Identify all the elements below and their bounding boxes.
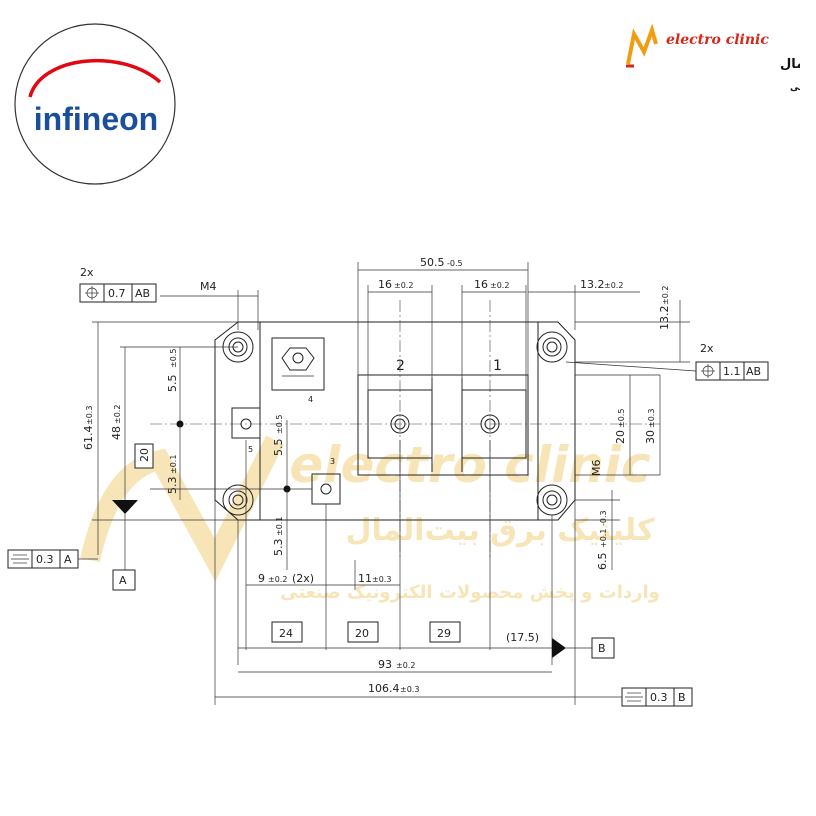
- svg-text:±0.2: ±0.2: [113, 405, 122, 424]
- fcf-datum-a: 0.3 A A: [7, 549, 136, 591]
- svg-text:AB: AB: [746, 365, 761, 378]
- dim-13-2-top: 13.2: [580, 278, 605, 291]
- svg-text:±0.3: ±0.3: [372, 575, 391, 584]
- dim-6-5: 6.5: [596, 553, 609, 571]
- datum-a-triangle: [112, 500, 138, 514]
- svg-text:0.3: 0.3: [36, 553, 54, 566]
- terminal-4: 4: [271, 337, 325, 404]
- box-20-bottom: 20: [355, 627, 369, 640]
- terminal-4-label: 4: [308, 395, 313, 404]
- terminal-2-label: 2: [396, 358, 405, 374]
- svg-text:±0.2: ±0.2: [394, 281, 413, 290]
- datum-a-box: [112, 569, 136, 591]
- right-dimensions: 13.2 ±0.2 20 ±0.5 30 ±0.3 M6 6.5 +0.1 -0…: [575, 286, 690, 570]
- electro-clinic-logo: electro clinic کلینیک برق بیت‌المال وارد…: [626, 23, 800, 93]
- svg-text:±0.5: ±0.5: [275, 415, 284, 434]
- datum-b-triangle: [552, 638, 566, 658]
- svg-text:B: B: [678, 691, 686, 704]
- fcf-datum-b: 0.3 B: [575, 687, 693, 707]
- svg-text:1.1: 1.1: [723, 365, 741, 378]
- svg-text:±0.3: ±0.3: [400, 685, 419, 694]
- infineon-logo: infineon: [14, 23, 176, 185]
- svg-text:±0.5: ±0.5: [169, 349, 178, 368]
- svg-text:±0.2: ±0.2: [604, 281, 623, 290]
- clinic-pulse-mark: [626, 23, 658, 65]
- svg-text:A: A: [64, 553, 72, 566]
- svg-text:(2x): (2x): [292, 572, 314, 585]
- svg-text:0.7: 0.7: [108, 287, 126, 300]
- watermark: electro clinic کلینیک برق بیت‌المال وارد…: [80, 435, 660, 603]
- svg-text:±0.2: ±0.2: [268, 575, 287, 584]
- svg-text:±0.3: ±0.3: [85, 406, 94, 425]
- watermark-tagline: واردات و پخش محصولات الکترونیک صنعتی: [280, 582, 660, 603]
- svg-text:0.3: 0.3: [650, 691, 668, 704]
- top-dimensions: 50.5 -0.5 16 ±0.2 16 ±0.2 13.2 ±0.2 M4: [160, 256, 640, 390]
- svg-text:2x: 2x: [80, 266, 94, 279]
- dim-11: 11: [358, 572, 372, 585]
- terminal-3-label: 3: [330, 457, 335, 466]
- svg-text:±0.2: ±0.2: [490, 281, 509, 290]
- box-20-left: 20: [138, 448, 151, 462]
- box-24: 24: [279, 627, 293, 640]
- datum-b-box: [591, 637, 615, 659]
- dim-30-right: 30: [644, 430, 657, 444]
- main-terminals: 2 1: [357, 358, 529, 476]
- left-dimensions: 61.4 ±0.3 48 ±0.2 5.5 ±0.5 20 5.3 ±0.1 5…: [82, 321, 312, 570]
- svg-text:±0.2: ±0.2: [661, 286, 670, 305]
- svg-text:A: A: [119, 574, 127, 587]
- dim-50-5-tol: -0.5: [447, 259, 463, 268]
- terminal-5-label: 5: [248, 445, 253, 454]
- dim-16-left: 16: [378, 278, 392, 291]
- dim-61-4: 61.4: [82, 426, 95, 451]
- svg-text:±0.2: ±0.2: [396, 661, 415, 670]
- dim-13-2-right: 13.2: [658, 306, 671, 331]
- dim-5-5-left: 5.5: [166, 375, 179, 393]
- thread-m6: M6: [590, 460, 603, 477]
- fcf-top-left: 2x 0.7 AB: [79, 266, 157, 303]
- dim-93: 93: [378, 658, 392, 671]
- dim-106-4: 106.4: [368, 682, 400, 695]
- dim-20-right: 20: [614, 430, 627, 444]
- infineon-swoosh: [28, 58, 162, 98]
- terminal-5: 5: [231, 407, 261, 454]
- svg-text:±0.5: ±0.5: [617, 409, 626, 428]
- box-29: 29: [437, 627, 451, 640]
- clinic-tagline-fa: واردات و پخش محصولات الکترونیک صنعتی: [790, 83, 800, 93]
- dim-16-right: 16: [474, 278, 488, 291]
- fcf-right: 2x 1.1 AB: [565, 342, 769, 381]
- svg-text:AB: AB: [135, 287, 150, 300]
- infineon-wordmark: infineon: [34, 101, 158, 137]
- bottom-dimensions: 9 ±0.2 (2x) 11 ±0.3 24 20 29 (17.5) B 93…: [214, 440, 615, 705]
- dim-5-3-left: 5.3: [166, 477, 179, 495]
- clinic-wordmark-fa: کلینیک برق بیت‌المال: [780, 57, 800, 72]
- dim-17-5: (17.5): [506, 631, 539, 644]
- terminal-1-label: 1: [493, 358, 502, 374]
- watermark-fa: کلینیک برق بیت‌المال: [345, 513, 655, 548]
- dim-50-5: 50.5: [420, 256, 445, 269]
- svg-text:±0.3: ±0.3: [647, 409, 656, 428]
- dim-9: 9: [258, 572, 265, 585]
- svg-text:B: B: [598, 642, 606, 655]
- svg-text:±0.1: ±0.1: [275, 517, 284, 536]
- watermark-en: electro clinic: [289, 436, 651, 494]
- dim-5-5-mid: 5.5: [272, 439, 285, 457]
- svg-text:+0.1 -0.3: +0.1 -0.3: [599, 510, 608, 548]
- clinic-wordmark-en: electro clinic: [666, 32, 769, 48]
- svg-text:2x: 2x: [700, 342, 714, 355]
- svg-text:±0.1: ±0.1: [169, 455, 178, 474]
- dim-5-3-mid: 5.3: [272, 539, 285, 557]
- thread-m4: M4: [200, 280, 217, 293]
- dim-48: 48: [110, 426, 123, 440]
